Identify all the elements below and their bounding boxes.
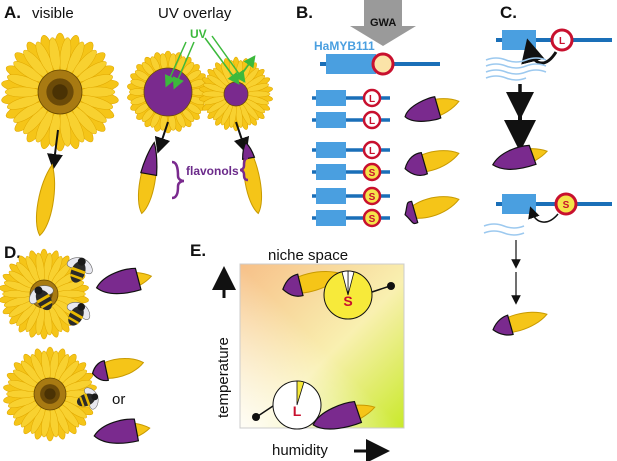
arrow-icon bbox=[154, 121, 171, 154]
allele-label: S bbox=[369, 192, 376, 203]
gwa-arrow bbox=[350, 0, 416, 46]
allele-label: L bbox=[369, 146, 375, 157]
gwa-label: GWA bbox=[370, 17, 396, 29]
panel-e: E. niche space temperature humidity S bbox=[190, 241, 405, 461]
sunflower-icon bbox=[127, 50, 209, 134]
panel-c-label: C. bbox=[500, 3, 517, 22]
pie-icon: S bbox=[323, 270, 395, 320]
petal-icon bbox=[36, 163, 55, 237]
bee-icon bbox=[66, 257, 93, 283]
gene-label: HaMYB111 bbox=[314, 39, 375, 53]
allele-label: L bbox=[369, 94, 375, 105]
petal-icon bbox=[492, 144, 549, 170]
pie-bottom-label: L bbox=[293, 403, 302, 419]
petal-icon bbox=[404, 196, 460, 225]
uv-arrows bbox=[164, 35, 256, 90]
gene-icon: S bbox=[496, 192, 612, 223]
petal-icon bbox=[95, 267, 153, 295]
petal-icon bbox=[282, 271, 344, 297]
arrow-icon bbox=[233, 121, 250, 154]
gene-icon: L bbox=[312, 110, 390, 130]
transcript-waves bbox=[483, 223, 525, 236]
or-label: or bbox=[112, 391, 125, 408]
panel-d-label: D. bbox=[4, 243, 21, 262]
pie-icon: L bbox=[252, 380, 322, 430]
petal-icon bbox=[93, 418, 151, 444]
gene-icon: S bbox=[312, 186, 390, 206]
gene-icon bbox=[320, 52, 440, 76]
gene-icon: L bbox=[496, 28, 612, 65]
bee-icon bbox=[76, 387, 99, 410]
petal-icon bbox=[404, 150, 460, 177]
panel-a-label: A. bbox=[4, 3, 21, 22]
allele-label: S bbox=[369, 168, 376, 179]
gene-icon: S bbox=[312, 162, 390, 182]
panel-c: C. L S bbox=[483, 3, 612, 336]
uv-arrow-label: UV bbox=[190, 27, 207, 41]
flavonols-label: flavonols bbox=[186, 164, 239, 178]
panel-d: D. or bbox=[0, 243, 153, 444]
petal-icon bbox=[138, 141, 158, 215]
niche-space-title: niche space bbox=[268, 247, 348, 264]
allele-label: L bbox=[369, 116, 375, 127]
allele-top-label: L bbox=[559, 36, 565, 47]
petal-icon bbox=[404, 96, 460, 122]
panel-e-label: E. bbox=[190, 241, 206, 260]
flavonol-brace bbox=[171, 160, 185, 200]
x-axis-label: humidity bbox=[272, 442, 328, 459]
panel-a: A. visible UV overlay UV bbox=[1, 3, 273, 237]
pie-top-label: S bbox=[343, 293, 352, 309]
bee-icon bbox=[66, 302, 91, 326]
panel-b-label: B. bbox=[296, 3, 313, 22]
petal-icon bbox=[312, 400, 376, 430]
petal-icon bbox=[242, 141, 262, 215]
bee-icon bbox=[29, 285, 54, 311]
arrow-icon bbox=[47, 129, 63, 170]
petal-icon bbox=[91, 358, 145, 382]
flavonol-brace bbox=[239, 156, 249, 182]
sunflower-icon bbox=[1, 32, 119, 152]
y-axis-label: temperature bbox=[215, 337, 232, 418]
bees bbox=[29, 257, 99, 410]
sunflower-icon bbox=[3, 346, 97, 442]
sunflower-icon bbox=[199, 56, 273, 132]
allele-label: S bbox=[369, 214, 376, 225]
visible-label: visible bbox=[32, 5, 74, 22]
uv-overlay-label: UV overlay bbox=[158, 5, 232, 22]
gene-icon: S bbox=[312, 208, 390, 228]
gene-icon: L bbox=[312, 140, 390, 160]
gene-icon: L bbox=[312, 88, 390, 108]
petal-icon bbox=[492, 311, 548, 336]
allele-bottom-label: S bbox=[563, 200, 570, 211]
transcript-waves bbox=[485, 57, 547, 81]
